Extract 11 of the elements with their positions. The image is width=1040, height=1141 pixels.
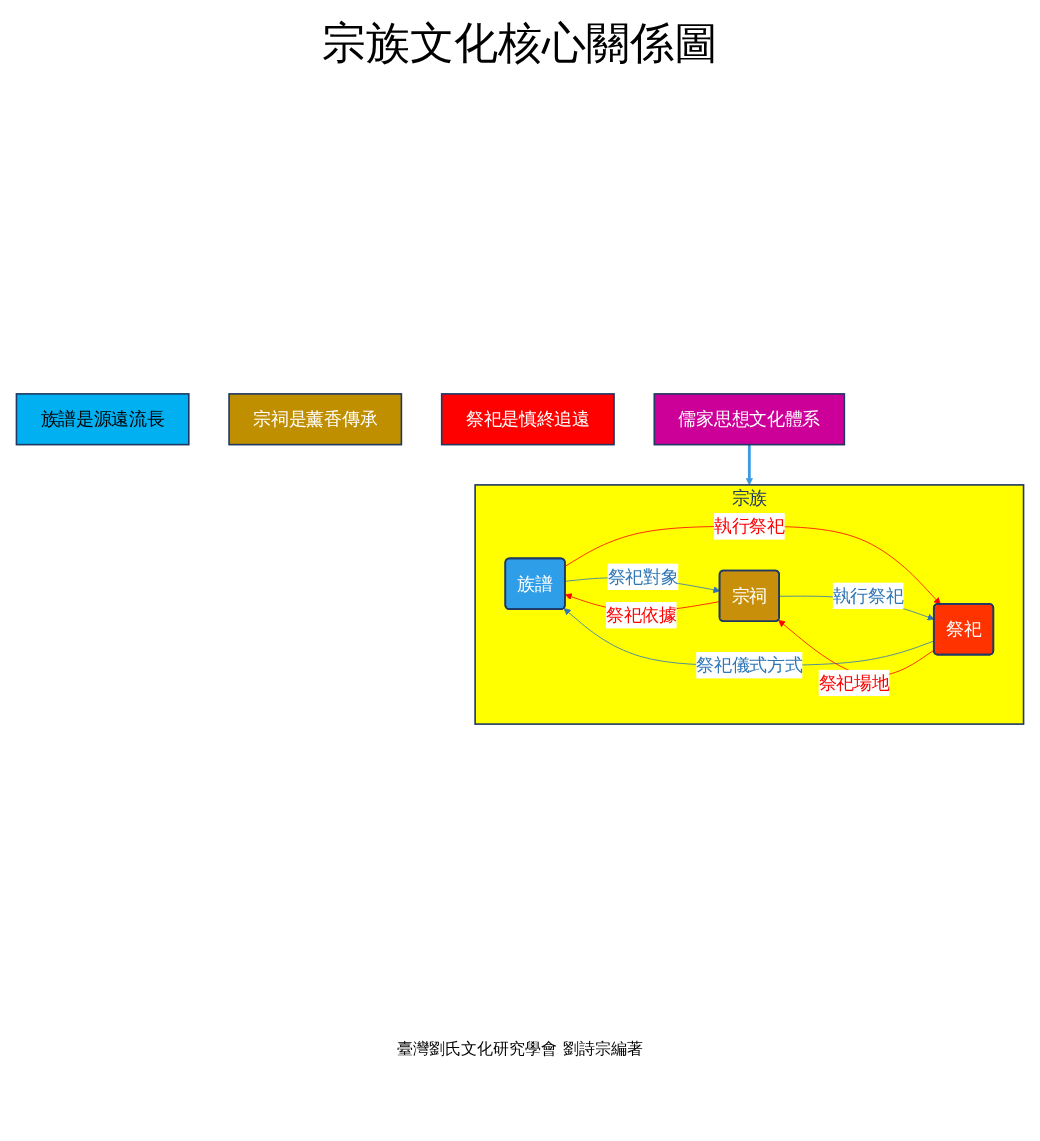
edge-label: 執行祭祀 — [713, 516, 785, 537]
edge-label: 祭祀儀式方式 — [696, 655, 803, 676]
node-box: 宗祠是薰香傳承 — [228, 393, 403, 446]
node-box: 祭祀是慎終追遠 — [440, 393, 615, 446]
diagram-title: 宗族文化核心關係圖 — [321, 16, 719, 70]
edge-label: 祭祀依據 — [605, 605, 677, 626]
edge-label: 祭祀對象 — [607, 566, 679, 587]
node-box: 族譜是源遠流長 — [15, 393, 190, 446]
node-box: 儒家思想文化體系 — [653, 393, 846, 446]
arrow — [745, 444, 753, 486]
caption: 臺灣劉氏文化研究學會 劉詩宗編著 — [396, 1039, 644, 1060]
